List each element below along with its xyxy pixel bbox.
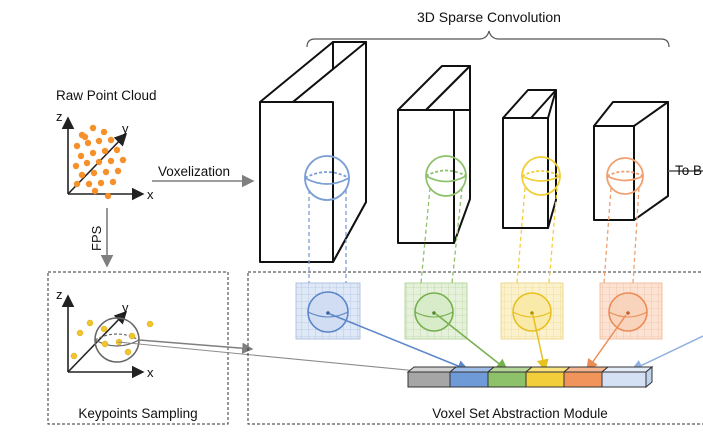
raw-axis-x: x	[147, 187, 154, 202]
arrow-green-to-feature	[435, 313, 509, 371]
drop-lines	[308, 187, 640, 284]
raw-axis-y: y	[122, 121, 129, 136]
cube-sphere-orange	[606, 157, 644, 195]
cube-sphere-green	[425, 155, 467, 197]
voxel-grid-yellow	[500, 282, 564, 340]
conv-block-2	[397, 65, 471, 244]
kp-axis-z: z	[56, 287, 63, 302]
voxel-set-abstraction-box	[247, 271, 703, 425]
cube-sphere-yellow	[521, 156, 561, 196]
conv-block-1	[259, 41, 367, 263]
kp-axis-y: y	[122, 300, 129, 315]
to-bev-label: To B	[675, 163, 702, 178]
kp-axis-x: x	[147, 365, 154, 380]
voxel-set-abstraction-label: Voxel Set Abstraction Module	[432, 406, 608, 421]
arrow-blue-to-feature	[329, 313, 470, 372]
voxelization-label: Voxelization	[158, 164, 230, 179]
keypoint-to-feature-line	[117, 341, 429, 373]
keypoints-axes	[61, 294, 145, 379]
arrow-lightblue-to-feature	[630, 335, 703, 371]
conv-block-4	[593, 101, 669, 221]
cube-sphere-blue	[304, 155, 350, 201]
title-brace	[306, 30, 670, 48]
conv-block-3	[502, 89, 557, 229]
voxel-grid-blue	[295, 282, 361, 340]
arrow-yellow-to-feature	[532, 314, 549, 372]
raw-points	[72, 124, 127, 200]
sparse-convolution-title: 3D Sparse Convolution	[417, 9, 561, 25]
keypoints-sampling-label: Keypoints Sampling	[78, 406, 197, 421]
raw-axis-z: z	[56, 109, 63, 124]
voxel-grid-orange	[599, 282, 663, 340]
fps-label: FPS	[89, 225, 104, 251]
raw-point-cloud-label: Raw Point Cloud	[56, 88, 157, 103]
keypoints	[70, 319, 154, 360]
keypoints-sampling-box	[47, 271, 229, 425]
keypoint-to-vsa-arrow	[138, 339, 254, 354]
feature-vector	[406, 365, 654, 389]
arrow-orange-to-feature	[586, 314, 627, 372]
